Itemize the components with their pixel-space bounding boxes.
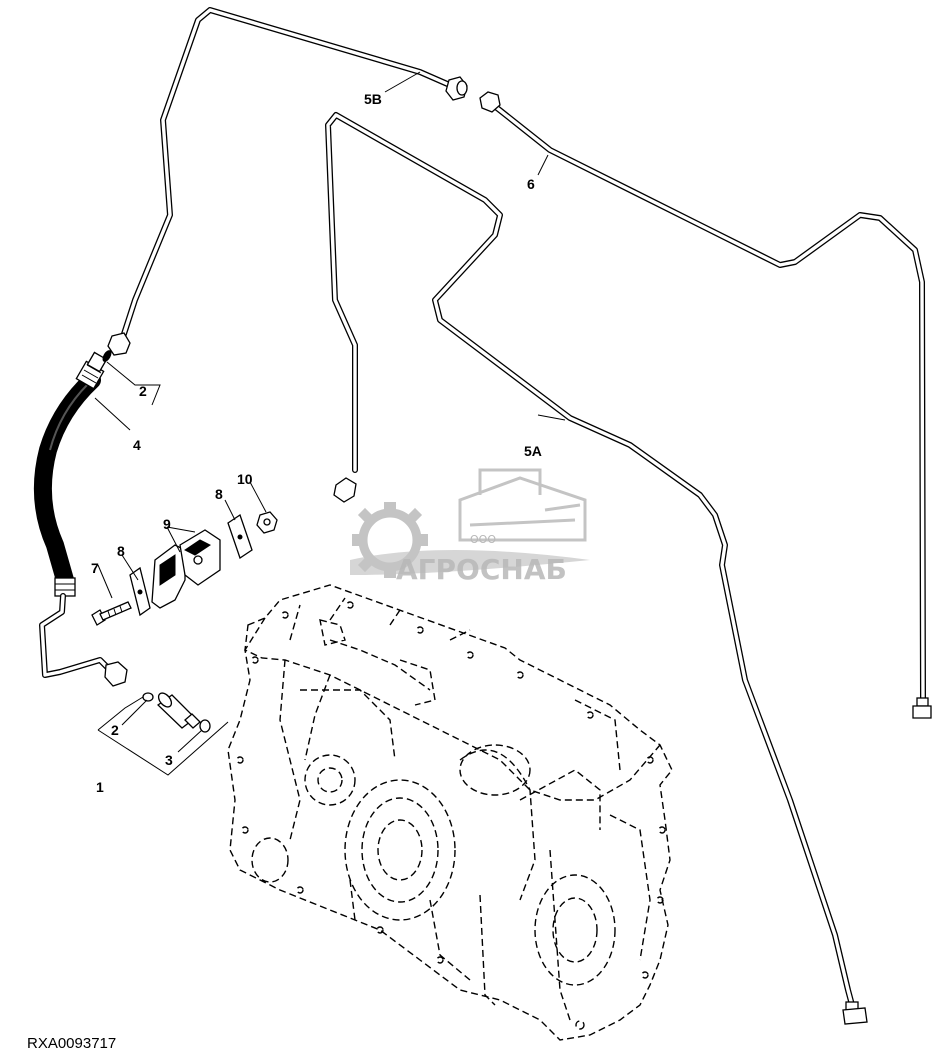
nut-10 <box>256 511 278 534</box>
fitting-5a-upper <box>333 477 357 503</box>
hose-end-lower <box>54 577 76 597</box>
callout-9: 9 <box>163 516 171 532</box>
plate-8-left <box>129 566 151 617</box>
plate-8-right <box>227 513 253 560</box>
hose-4 <box>33 351 128 687</box>
callout-5b: 5B <box>364 91 382 107</box>
o-ring-2-upper <box>102 350 112 362</box>
callout-1: 1 <box>96 779 104 795</box>
fitting-nut-6 <box>479 91 501 113</box>
callout-8-left: 8 <box>117 543 125 559</box>
hose-end-upper <box>75 351 108 390</box>
fitting-5a-lower <box>842 1001 868 1025</box>
bolt-7 <box>91 601 132 626</box>
leader-lines <box>94 71 566 776</box>
callout-labels: 5B 6 2 4 5A 10 8 9 8 7 2 3 1 <box>91 91 542 795</box>
filter-assembly-1 <box>142 692 211 733</box>
inline-filter <box>156 692 201 729</box>
callout-2-upper: 2 <box>139 383 147 399</box>
fitting-hose-lower <box>104 661 128 687</box>
watermark-logo: ООО АГРОСНАБ <box>350 468 590 586</box>
callout-6: 6 <box>527 176 535 192</box>
drawing-reference-id: RXA0093717 <box>27 1035 116 1052</box>
clamp-block-9 <box>151 529 221 609</box>
callout-2-lower: 2 <box>111 722 119 738</box>
callout-7: 7 <box>91 560 99 576</box>
watermark-prefix: ООО <box>470 533 496 546</box>
tractor-silhouette-icon <box>458 468 587 542</box>
transmission-housing <box>227 584 673 1041</box>
callout-3: 3 <box>165 752 173 768</box>
fitting-5b-lower <box>107 332 131 356</box>
callout-8-right: 8 <box>215 486 223 502</box>
watermark-brand: АГРОСНАБ <box>396 553 567 586</box>
callout-4: 4 <box>133 437 141 453</box>
callout-10: 10 <box>237 471 253 487</box>
pipe-5a <box>325 112 868 1025</box>
callout-5a: 5A <box>524 443 542 459</box>
fitting-6-lower <box>912 697 932 719</box>
pipe-5b <box>107 7 468 356</box>
fitting-nut-5b <box>445 76 468 101</box>
pipe-6 <box>479 91 932 719</box>
